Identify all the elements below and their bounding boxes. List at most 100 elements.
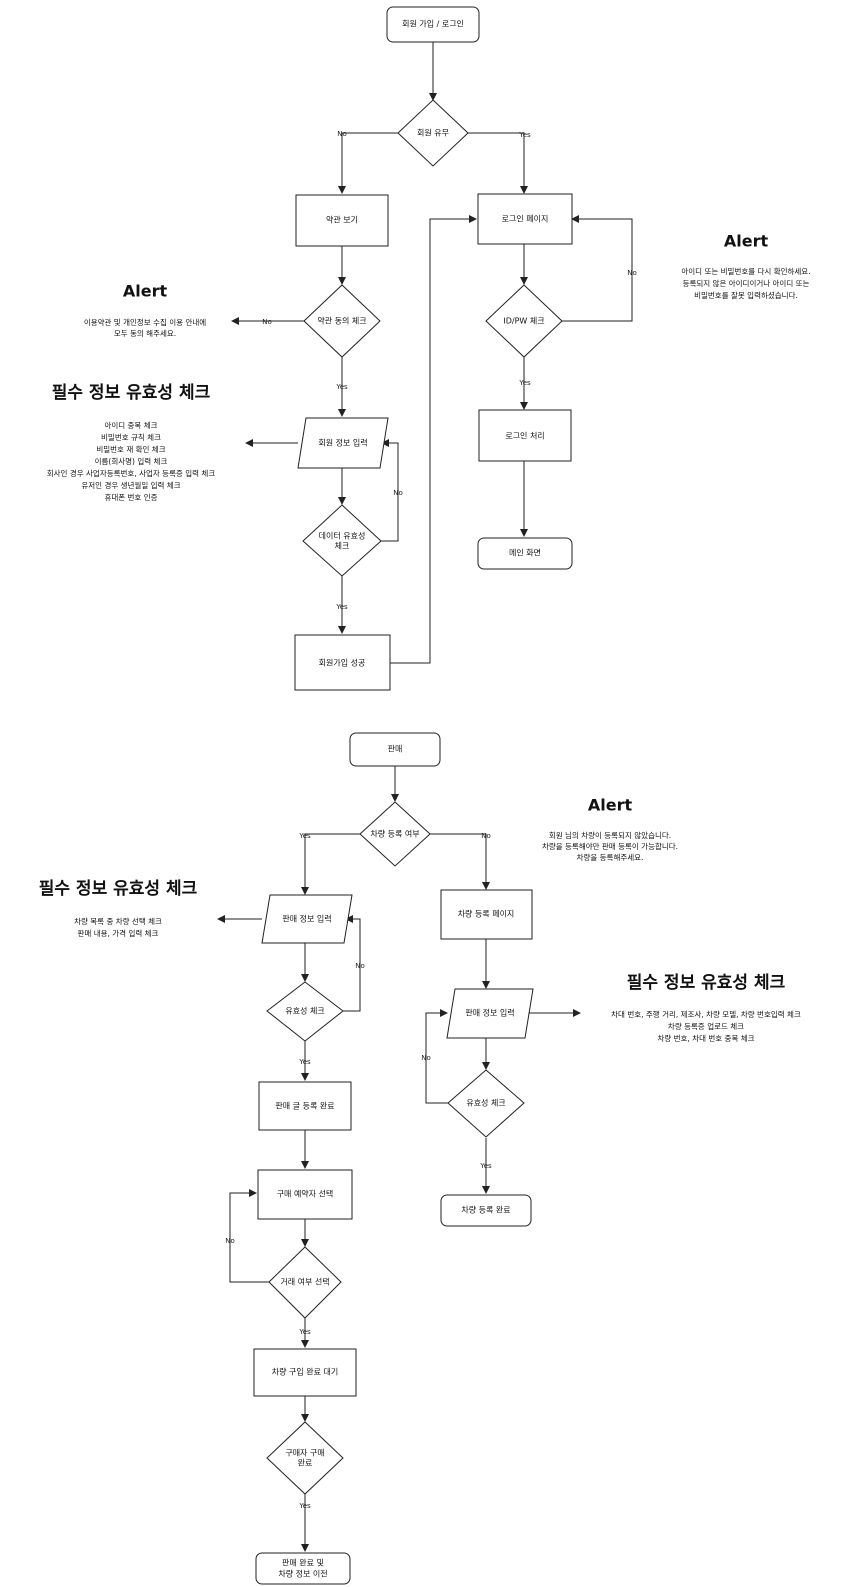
node-member-input: 회원 정보 입력 xyxy=(297,417,389,469)
alert-login-line-1: 아이디 또는 비밀번호를 다시 확인하세요. xyxy=(681,266,810,276)
label-car-yes: Yes xyxy=(298,832,311,840)
decision-valid: 데이터 유효성 체크 xyxy=(302,504,382,577)
decision-valid-text-1: 데이터 유효성 xyxy=(319,531,366,541)
check-sale-line-1: 차량 목록 중 차량 선택 체크 xyxy=(74,916,162,926)
node-post-done-text: 판매 글 등록 완료 xyxy=(275,1102,334,1111)
node-final-text-2: 차량 정보 이전 xyxy=(278,1569,327,1579)
check-car-line-2: 차량 등록증 업로드 체크 xyxy=(668,1021,744,1031)
alert-car-title: Alert xyxy=(588,796,633,815)
node-login-proc: 로그인 처리 xyxy=(478,409,572,462)
node-sale-start: 판매 xyxy=(349,732,441,767)
check-signup-line-3: 비밀번호 재 확인 체크 xyxy=(96,444,165,454)
alert-login: Alert 아이디 또는 비밀번호를 다시 확인하세요. 등록되지 않은 아이디… xyxy=(681,232,810,301)
node-post-done: 판매 글 등록 완료 xyxy=(258,1081,352,1131)
label-idpw-yes: Yes xyxy=(518,379,531,387)
decision-car-text: 차량 등록 여부 xyxy=(370,829,419,839)
alert-agree: Alert 이용약관 및 개인정보 수집 이용 안내에 모두 동의 해주세요. xyxy=(84,282,206,339)
check-car: 필수 정보 유효성 체크 차대 번호, 주행 거리, 제조사, 차량 모델, 차… xyxy=(611,973,801,1043)
signup-edge-labels: No Yes No Yes No Yes No Yes xyxy=(262,130,637,611)
alert-login-line-2: 등록되지 않은 아이디이거나 아이디 또는 xyxy=(683,278,810,288)
check-signup-title: 필수 정보 유효성 체크 xyxy=(52,383,211,403)
decision-valid-text-2: 체크 xyxy=(335,541,350,551)
node-signup-success-text: 회원가입 성공 xyxy=(319,659,366,668)
label-valid-no: No xyxy=(393,489,403,497)
alert-agree-title: Alert xyxy=(123,282,168,301)
decision-buy: 거래 여부 선택 xyxy=(268,1246,342,1319)
node-select-buyer: 구매 예약자 선택 xyxy=(257,1169,353,1220)
node-car-input: 판매 정보 입력 xyxy=(446,988,534,1039)
check-car-line-1: 차대 번호, 주행 거리, 제조사, 차량 모델, 차량 번호입력 체크 xyxy=(611,1009,801,1019)
alert-car-line-1: 회원 님의 차량이 등록되지 않았습니다. xyxy=(549,830,671,840)
node-sale-input-text: 판매 정보 입력 xyxy=(282,914,331,924)
check-sale: 필수 정보 유효성 체크 차량 목록 중 차량 선택 체크 판매 내용, 가격 … xyxy=(39,879,198,938)
arrow-sale-valid-no xyxy=(343,915,361,1012)
arrow-valid-no xyxy=(381,439,399,542)
check-signup: 필수 정보 유효성 체크 아이디 중복 체크 비밀번호 규칙 체크 비밀번호 재… xyxy=(47,383,216,502)
decision-car: 차량 등록 여부 xyxy=(359,801,431,867)
signup-flow: 회원 가입 / 로그인 회원 유무 약관 보기 약관 동의 체크 회원 정보 입… xyxy=(47,6,811,691)
check-car-title: 필수 정보 유효성 체크 xyxy=(627,973,786,993)
sale-flow: 판매 차량 등록 여부 판매 정보 입력 유효성 체크 판매 글 등록 완료 구… xyxy=(39,732,801,1585)
check-signup-line-6: 유저인 경우 생년월일 입력 체크 xyxy=(81,480,180,490)
alert-agree-line-2: 모두 동의 해주세요. xyxy=(114,328,176,338)
label-idpw-no: No xyxy=(627,269,637,277)
node-wait-text: 차량 구입 완료 대기 xyxy=(272,1367,339,1377)
decision-member-text: 회원 유무 xyxy=(417,129,449,138)
decision-buy-text: 거래 여부 선택 xyxy=(280,1277,329,1287)
alert-car-line-3: 차량을 등록해주세요. xyxy=(577,852,644,862)
node-sale-start-text: 판매 xyxy=(388,745,403,754)
label-car-valid-no: No xyxy=(421,1054,431,1062)
decision-sale-valid-text: 유효성 체크 xyxy=(285,1006,324,1016)
label-buy-no: No xyxy=(225,1237,235,1245)
node-car-reg: 차량 등록 페이지 xyxy=(440,889,533,940)
arrow-member-yes xyxy=(468,132,528,194)
node-terms-text: 약관 보기 xyxy=(326,215,358,225)
node-select-buyer-text: 구매 예약자 선택 xyxy=(277,1189,334,1199)
arrow-member-no xyxy=(338,132,398,194)
label-buyer-yes: Yes xyxy=(298,1502,311,1510)
node-wait: 차량 구입 완료 대기 xyxy=(253,1348,357,1397)
check-signup-line-5: 회사인 경우 사업자등록번호, 사업자 등록증 입력 체크 xyxy=(47,468,216,478)
check-signup-line-2: 비밀번호 규칙 체크 xyxy=(101,432,161,442)
node-login-page: 로그인 페이지 xyxy=(477,193,573,245)
label-valid-yes: Yes xyxy=(335,603,348,611)
decision-buyer-done: 구매자 구매 완료 xyxy=(266,1421,344,1495)
decision-car-valid-text: 유효성 체크 xyxy=(466,1098,505,1108)
node-terms: 약관 보기 xyxy=(295,194,389,247)
sale-edge-labels: Yes No No Yes No Yes Yes No Yes xyxy=(225,832,492,1510)
decision-agree: 약관 동의 체크 xyxy=(303,284,381,358)
node-car-input-text: 판매 정보 입력 xyxy=(465,1008,514,1018)
check-car-line-3: 차량 번호, 차대 번호 중복 체크 xyxy=(657,1033,754,1043)
label-car-no: No xyxy=(481,832,491,840)
check-sale-title: 필수 정보 유효성 체크 xyxy=(39,879,198,899)
arrow-car-no xyxy=(430,833,490,890)
node-member-input-text: 회원 정보 입력 xyxy=(318,438,367,448)
decision-agree-text: 약관 동의 체크 xyxy=(317,316,366,326)
alert-agree-line-1: 이용약관 및 개인정보 수집 이용 안내에 xyxy=(84,317,206,327)
decision-sale-valid: 유효성 체크 xyxy=(266,981,344,1042)
sale-connectors xyxy=(217,766,581,1552)
check-signup-line-7: 휴대폰 번호 인증 xyxy=(104,492,157,502)
node-car-reg-text: 차량 등록 페이지 xyxy=(458,909,515,919)
node-login-proc-text: 로그인 처리 xyxy=(505,431,544,441)
node-login-page-text: 로그인 페이지 xyxy=(502,214,549,224)
label-member-no: No xyxy=(337,130,347,138)
arrow-success-to-login xyxy=(390,215,477,664)
arrow-car-valid-no xyxy=(425,1009,448,1104)
arrow-buy-no xyxy=(229,1189,269,1283)
label-agree-yes: Yes xyxy=(335,383,348,391)
decision-car-valid: 유효성 체크 xyxy=(447,1069,525,1138)
node-start-text: 회원 가입 / 로그인 xyxy=(402,19,464,29)
check-signup-line-4: 이름(회사명) 입력 체크 xyxy=(95,456,168,466)
check-sale-line-2: 판매 내용, 가격 입력 체크 xyxy=(78,928,159,938)
signup-connectors xyxy=(231,42,633,664)
node-main-text: 메인 화면 xyxy=(509,548,541,558)
node-sale-input: 판매 정보 입력 xyxy=(261,894,353,944)
label-member-yes: Yes xyxy=(518,131,531,139)
decision-idpw-text: ID/PW 체크 xyxy=(503,316,544,326)
node-car-done: 차량 등록 완료 xyxy=(440,1194,532,1227)
label-sale-valid-no: No xyxy=(355,962,365,970)
decision-buyer-done-text-1: 구매자 구매 xyxy=(285,1449,324,1458)
alert-login-line-3: 비밀번호를 잘못 입력하셨습니다. xyxy=(694,290,798,300)
